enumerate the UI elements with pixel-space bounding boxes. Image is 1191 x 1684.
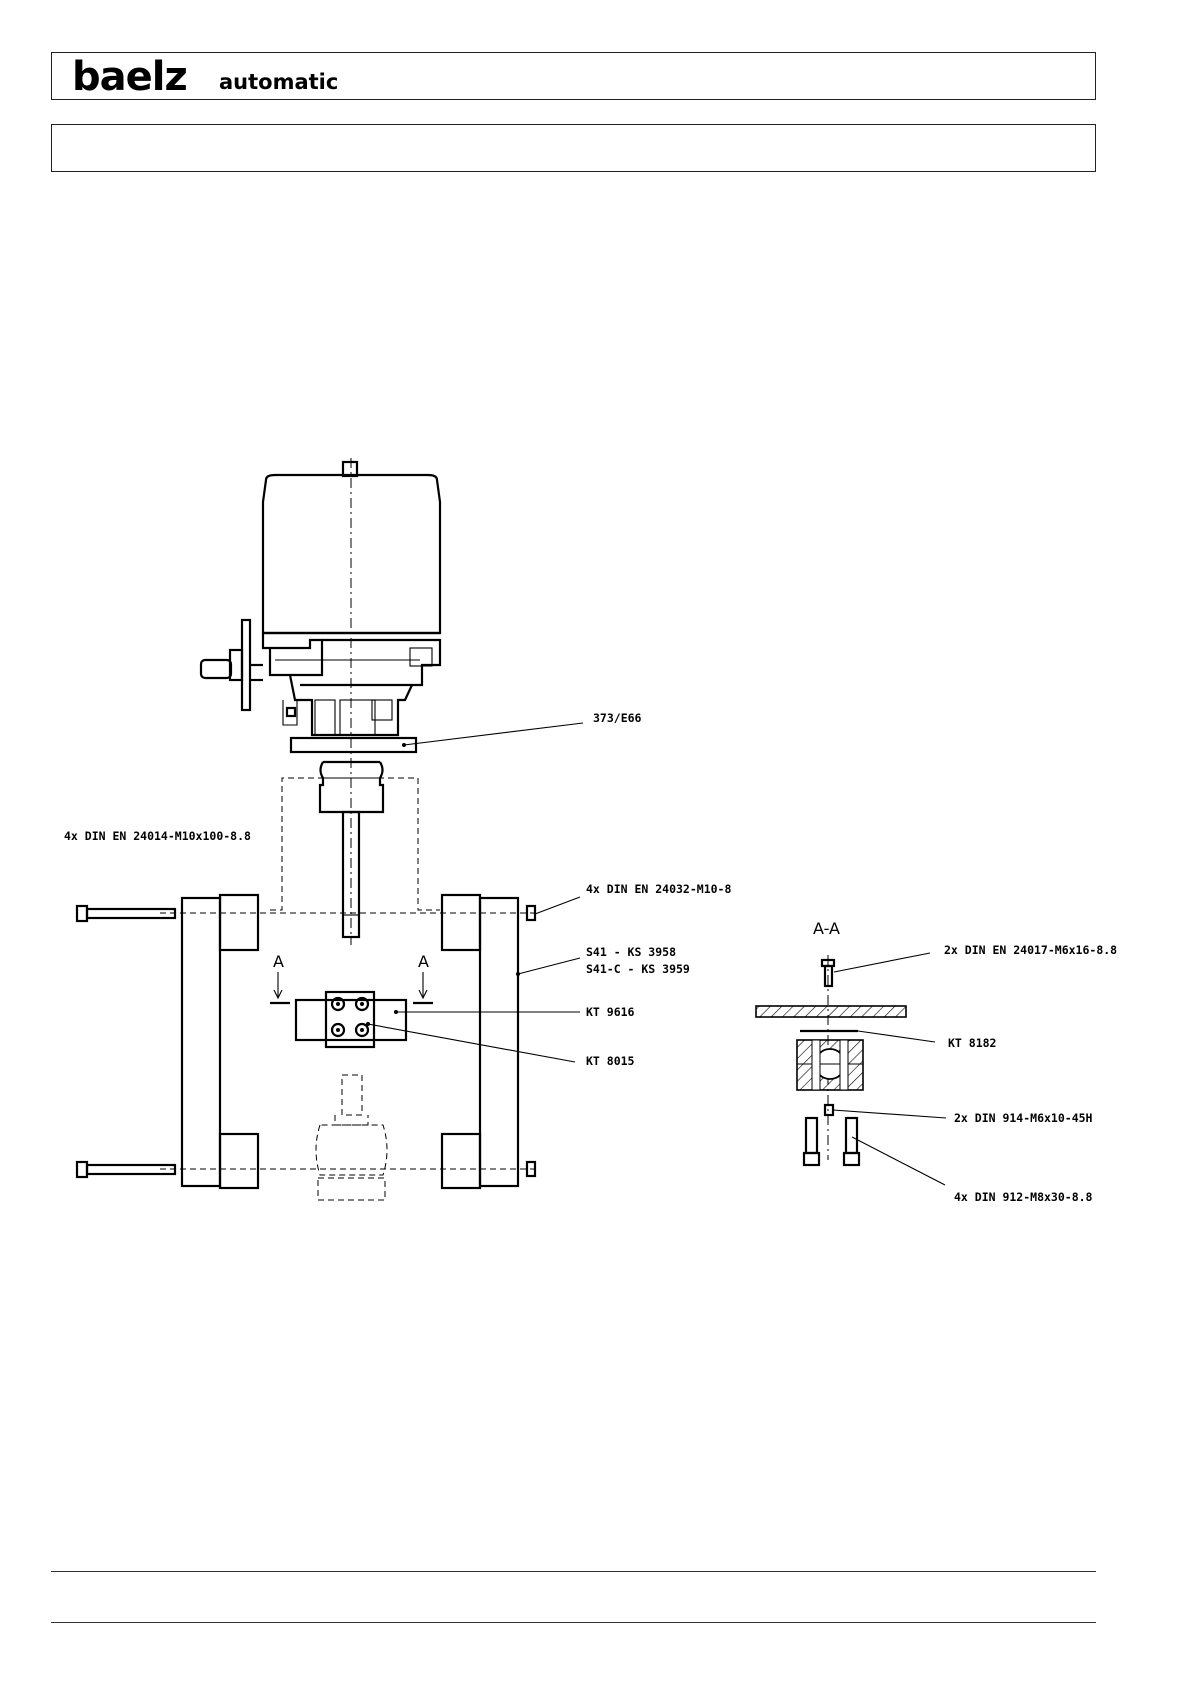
- footer-rule-top: [51, 1571, 1096, 1572]
- label-coupling: KT 8015: [586, 1054, 635, 1068]
- label-section-capscrews: 4x DIN 912-M8x30-8.8: [954, 1190, 1093, 1204]
- label-section-plate: KT 8182: [948, 1036, 996, 1050]
- section-marker-left: [270, 972, 290, 1003]
- label-long-bolts: 4x DIN EN 24014-M10x100-8.8: [64, 829, 251, 843]
- coupling-block: [296, 992, 406, 1047]
- label-section-setscrew: 2x DIN 914-M6x10-45H: [954, 1111, 1093, 1125]
- yoke-frame: [160, 895, 540, 1188]
- label-coupling-block: KT 9616: [586, 1005, 635, 1019]
- label-section-title: A-A: [813, 919, 840, 938]
- label-yoke-1: S41 - KS 3958: [586, 945, 676, 959]
- valve-outline: [316, 1075, 387, 1200]
- label-actuator: 373/E66: [593, 711, 642, 725]
- label-yoke-2: S41-C - KS 3959: [586, 962, 690, 976]
- footer-rule-bottom: [51, 1622, 1096, 1623]
- section-view: [756, 955, 906, 1165]
- label-section-left: A: [273, 952, 284, 971]
- actuator-body: [201, 462, 440, 752]
- label-nuts: 4x DIN EN 24032-M10-8: [586, 882, 731, 896]
- section-marker-right: [413, 972, 433, 1003]
- label-section-right: A: [418, 952, 429, 971]
- valve-stem: [320, 762, 383, 937]
- label-section-screw: 2x DIN EN 24017-M6x16-8.8: [944, 943, 1117, 957]
